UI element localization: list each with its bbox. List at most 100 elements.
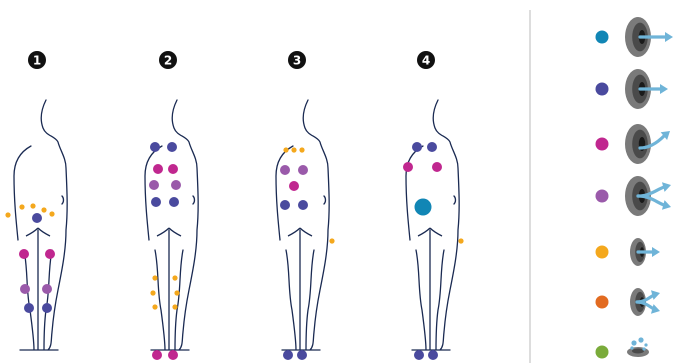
legend-row-2	[595, 69, 668, 109]
particle-dot-orange_small	[172, 275, 178, 281]
particle-dot-magenta	[153, 164, 163, 174]
badge-circle	[417, 51, 435, 69]
particle-dot-orange_small	[174, 290, 180, 296]
body-hip-line	[156, 227, 182, 237]
legend-dot-orange_dot	[595, 245, 609, 259]
particle-dot-orange_small	[150, 290, 156, 296]
particle-dot-magenta	[45, 249, 55, 259]
body-outline	[144, 99, 199, 351]
legend-dot-magenta	[595, 137, 609, 151]
legend-row-7	[595, 337, 649, 359]
figure-number-badge-1: 1	[28, 51, 46, 69]
body-outline	[275, 99, 330, 351]
legend-dot-teal	[595, 30, 609, 44]
spray-droplet-icon	[630, 346, 634, 350]
body-figure-3	[275, 99, 330, 351]
particle-dot-violet	[149, 180, 159, 190]
arrow-head-icon	[652, 247, 660, 257]
particle-dot-dark_blue	[414, 350, 424, 360]
particle-dot-dark_blue	[427, 142, 437, 152]
particle-dot-dark_blue	[169, 197, 179, 207]
particle-dot-orange_small	[329, 238, 335, 244]
arrow-head-icon	[665, 32, 673, 42]
arrow-head-icon	[650, 304, 660, 314]
particle-dot-orange_small	[283, 147, 289, 153]
particle-dot-dark_blue	[42, 303, 52, 313]
figure-number-label: 3	[293, 54, 301, 68]
badge-circle	[28, 51, 46, 69]
particle-dot-magenta	[403, 162, 413, 172]
arrow-head-icon	[650, 290, 660, 300]
particle-dot-magenta	[168, 350, 178, 360]
particle-dot-orange_small	[291, 147, 297, 153]
arrow-head-icon	[661, 182, 671, 192]
particle-dot-dark_blue	[24, 303, 34, 313]
particle-dot-orange_small	[299, 147, 305, 153]
particle-dot-dark_blue	[297, 350, 307, 360]
particle-dot-magenta	[152, 350, 162, 360]
figure-number-label: 2	[164, 54, 172, 68]
particle-dot-magenta	[19, 249, 29, 259]
arrow-head-icon	[660, 131, 670, 140]
arrow-head-icon	[661, 200, 671, 210]
legend-row-6	[595, 288, 660, 316]
particle-dot-orange_small	[30, 203, 36, 209]
legend-dot-dark_blue	[595, 82, 609, 96]
spray-droplet-icon	[638, 337, 644, 343]
particle-dot-dark_blue	[150, 142, 160, 152]
particle-dot-orange_small	[49, 211, 55, 217]
particle-dot-violet	[171, 180, 181, 190]
particle-dot-violet	[298, 165, 308, 175]
legend-row-3	[595, 124, 670, 164]
particle-dot-violet	[42, 284, 52, 294]
body-outline	[405, 99, 460, 351]
particle-dot-dark_blue	[280, 200, 290, 210]
legend-row-4	[595, 176, 671, 216]
particle-dot-dark_blue	[167, 142, 177, 152]
legend-row-1	[595, 17, 673, 57]
spray-droplet-icon	[631, 340, 637, 346]
badge-circle	[159, 51, 177, 69]
particle-dot-dark_blue	[412, 142, 422, 152]
body-outline	[13, 99, 68, 351]
arrow-shaft-icon	[636, 194, 666, 207]
particle-dot-teal_big	[414, 198, 432, 216]
spray-droplet-icon	[642, 347, 646, 351]
particle-dot-dark_blue	[32, 213, 42, 223]
body-hip-line	[25, 227, 51, 237]
body-figure-2	[144, 99, 199, 351]
body-hip-line	[287, 227, 313, 237]
particle-dot-orange_small	[19, 204, 25, 210]
legend-dot-burnt_orange	[595, 295, 609, 309]
particle-dot-orange_small	[172, 304, 178, 310]
legend-row-5	[595, 238, 660, 266]
figure-number-badge-2: 2	[159, 51, 177, 69]
arrow-shaft-icon	[638, 134, 666, 150]
particle-dot-dark_blue	[298, 200, 308, 210]
particle-dot-dark_blue	[283, 350, 293, 360]
body-figure-1	[13, 99, 68, 351]
particle-dot-violet	[280, 165, 290, 175]
particle-dot-orange_small	[152, 275, 158, 281]
badge-circle	[288, 51, 306, 69]
legend-dot-violet	[595, 189, 609, 203]
particle-dot-orange_small	[458, 238, 464, 244]
particle-dot-dark_blue	[428, 350, 438, 360]
arrow-head-icon	[660, 84, 668, 94]
particle-dot-orange_small	[41, 207, 47, 213]
spray-droplet-icon	[644, 343, 648, 347]
particle-dot-magenta	[289, 181, 299, 191]
figure-number-badge-3: 3	[288, 51, 306, 69]
particle-dot-magenta	[168, 164, 178, 174]
figure-number-label: 1	[33, 54, 41, 68]
figure-number-badge-4: 4	[417, 51, 435, 69]
particle-dot-dark_blue	[151, 197, 161, 207]
figure-number-label: 4	[422, 54, 430, 68]
particle-dot-orange_small	[5, 212, 11, 218]
particle-dot-violet	[20, 284, 30, 294]
body-figure-4	[405, 99, 460, 351]
body-hip-line	[417, 227, 443, 237]
particle-dot-orange_small	[152, 304, 158, 310]
